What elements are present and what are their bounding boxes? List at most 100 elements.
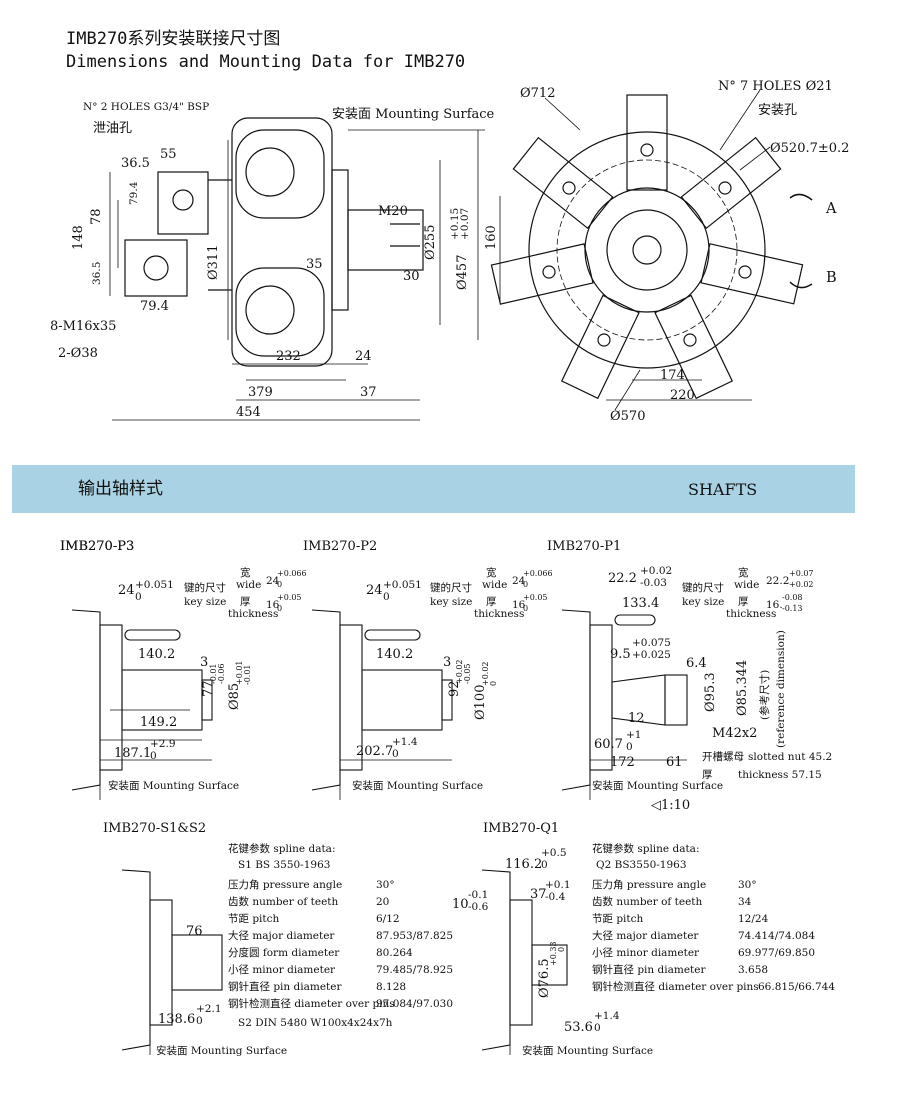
front-outer-ring bbox=[528, 131, 766, 369]
label-d232: 232 bbox=[276, 349, 301, 364]
spline-q-d1162: 116.2 bbox=[505, 857, 543, 872]
p2-key-cn: 键的尺寸 bbox=[430, 582, 472, 594]
spline-q-title: IMB270-Q1 bbox=[483, 821, 560, 836]
p1-key-width-tol2: -0.03 bbox=[640, 577, 667, 589]
spline-q-std: Q2 BS3550-1963 bbox=[596, 859, 687, 871]
label-mount-holes: 安装孔 bbox=[758, 103, 797, 118]
p2-len2: 202.7 bbox=[356, 744, 394, 759]
p3-key-width: 24 bbox=[118, 583, 135, 598]
spline-s-row-6-value: 8.128 bbox=[376, 981, 407, 993]
p1-key-width-tol: +0.02 bbox=[640, 565, 673, 577]
spline-q-row-2-value: 12/24 bbox=[738, 913, 769, 925]
spline-q-row-1-label: 齿数 number of teeth bbox=[592, 896, 703, 908]
p1-nut-cn: 开槽螺母 bbox=[702, 751, 744, 763]
spline-q-row-5-value: 3.658 bbox=[738, 964, 769, 976]
spline-s-row-0-label: 压力角 pressure angle bbox=[228, 879, 343, 891]
spline-q-d536-tol2: 0 bbox=[594, 1022, 601, 1034]
valve-port-lower bbox=[143, 255, 169, 281]
p1-ref-en: (reference dimension) bbox=[775, 630, 787, 748]
label-d520: Ø520.7±0.2 bbox=[770, 141, 849, 156]
spline-q-row-2-label: 节距 pitch bbox=[592, 913, 644, 925]
p3-key-cn: 键的尺寸 bbox=[184, 582, 226, 594]
p2-wide-val: 24 bbox=[512, 575, 526, 587]
valve-block bbox=[157, 171, 209, 235]
port-a-arrow bbox=[789, 193, 813, 201]
p3-wide-tol: +0.066 bbox=[277, 569, 307, 578]
p2-d-shaft: Ø100 bbox=[473, 684, 488, 720]
p1-key-len: 133.4 bbox=[622, 596, 660, 611]
label-d365b: 36.5 bbox=[91, 262, 103, 285]
label-port-a: A bbox=[825, 201, 837, 217]
spline-s-row-5-label: 小径 minor diameter bbox=[228, 964, 336, 976]
p2-d-shaft-tol2: 0 bbox=[489, 680, 498, 686]
cylinder-head-lower bbox=[235, 267, 325, 357]
p2-key-width: 24 bbox=[366, 583, 383, 598]
label-port-b: B bbox=[826, 270, 837, 286]
p2-thick-tol2: 0 bbox=[523, 604, 529, 613]
p1-d172: 172 bbox=[610, 755, 635, 770]
p3-title: IMB270-P3 bbox=[60, 539, 135, 554]
p1-nut-thick-en: thickness 57.15 bbox=[738, 769, 822, 781]
spline-s-row-4-label: 分度圆 form diameter bbox=[228, 947, 340, 959]
spline-q-d1162-tol: +0.5 bbox=[541, 847, 567, 859]
spline-s-row-7-value: 97.084/97.030 bbox=[376, 998, 454, 1010]
spline-s-drawing bbox=[121, 869, 223, 1055]
label-d160: 160 bbox=[484, 225, 499, 250]
p1-key bbox=[614, 614, 656, 626]
p3-name: IMB270-P3 bbox=[60, 539, 134, 554]
p3-thick-tol2: 0 bbox=[277, 604, 283, 613]
spline-q-row-1-value: 34 bbox=[738, 896, 752, 908]
p1-d95-tol: +0.075 bbox=[632, 637, 671, 649]
p3-len2-tol2: 0 bbox=[150, 750, 157, 762]
label-d794b: 79.4 bbox=[140, 299, 169, 314]
p1-nut-en: slotted nut 45.2 bbox=[748, 751, 833, 763]
valve-block-lower bbox=[124, 239, 188, 297]
label-d35: 35 bbox=[306, 257, 323, 272]
spline-s-d76: 76 bbox=[186, 924, 203, 939]
section-band bbox=[12, 465, 855, 513]
p3-wide-tol2: 0 bbox=[277, 580, 283, 589]
label-d365: 36.5 bbox=[121, 156, 150, 171]
p1-taper: ◁1:10 bbox=[651, 798, 691, 813]
label-d255: Ø255 bbox=[423, 225, 438, 260]
p2-d3: 3 bbox=[443, 655, 452, 670]
label-d311: Ø311 bbox=[206, 245, 221, 280]
label-mounting-surface-main: 安装面 Mounting Surface bbox=[332, 107, 495, 122]
label-d712: Ø712 bbox=[520, 86, 555, 101]
spline-q-row-6-label: 钢针检测直径 diameter over pins bbox=[592, 981, 759, 993]
motor-body bbox=[231, 117, 333, 367]
label-d379: 379 bbox=[248, 385, 273, 400]
p1-nut-thick-cn: 厚 bbox=[702, 769, 713, 781]
p2-wide-en: wide bbox=[482, 579, 508, 591]
mounting-holes bbox=[542, 143, 752, 347]
cylinder-arms bbox=[490, 94, 804, 400]
title-en: Dimensions and Mounting Data for IMB270 bbox=[66, 52, 466, 72]
section-right-label: SHAFTS bbox=[688, 480, 758, 499]
p1-d95: 9.5 bbox=[610, 647, 631, 662]
spline-q-row-5-label: 钢针直径 pin diameter bbox=[592, 964, 706, 976]
shaft-p3-drawing: IMB270-P3 bbox=[60, 539, 213, 800]
p3-len2-tol: +2.9 bbox=[150, 738, 176, 750]
spline-q-row-3-label: 大径 major diameter bbox=[592, 930, 699, 942]
spline-s-title: IMB270-S1&S2 bbox=[103, 821, 207, 836]
p1-thick-tol: -0.08 bbox=[782, 593, 803, 602]
p3-d3: 3 bbox=[200, 655, 209, 670]
spline-s-mounting: 安装面 Mounting Surface bbox=[156, 1045, 288, 1057]
spline-q-d37-tol2: -0.4 bbox=[545, 891, 566, 903]
p2-title: IMB270-P2 bbox=[303, 539, 378, 554]
spline-q-d10-tol: -0.1 bbox=[468, 889, 489, 901]
p2-len2-tol2: 0 bbox=[392, 748, 399, 760]
label-m20: M20 bbox=[378, 204, 408, 219]
shaft bbox=[347, 209, 424, 271]
p2-key-en: key size bbox=[430, 596, 473, 608]
spline-s-row-2-label: 节距 pitch bbox=[228, 913, 280, 925]
spline-s-row-1-value: 20 bbox=[376, 896, 390, 908]
spline-s-row-4-value: 80.264 bbox=[376, 947, 413, 959]
port-b-arrow bbox=[789, 281, 813, 289]
spline-q-row-0-label: 压力角 pressure angle bbox=[592, 879, 707, 891]
p3-key-width-tol: +0.051 bbox=[135, 579, 174, 591]
spline-s-d1386-tol: +2.1 bbox=[196, 1003, 222, 1015]
p2-mounting: 安装面 Mounting Surface bbox=[352, 780, 484, 792]
p2-key bbox=[364, 629, 421, 641]
p1-key-en: key size bbox=[682, 596, 725, 608]
